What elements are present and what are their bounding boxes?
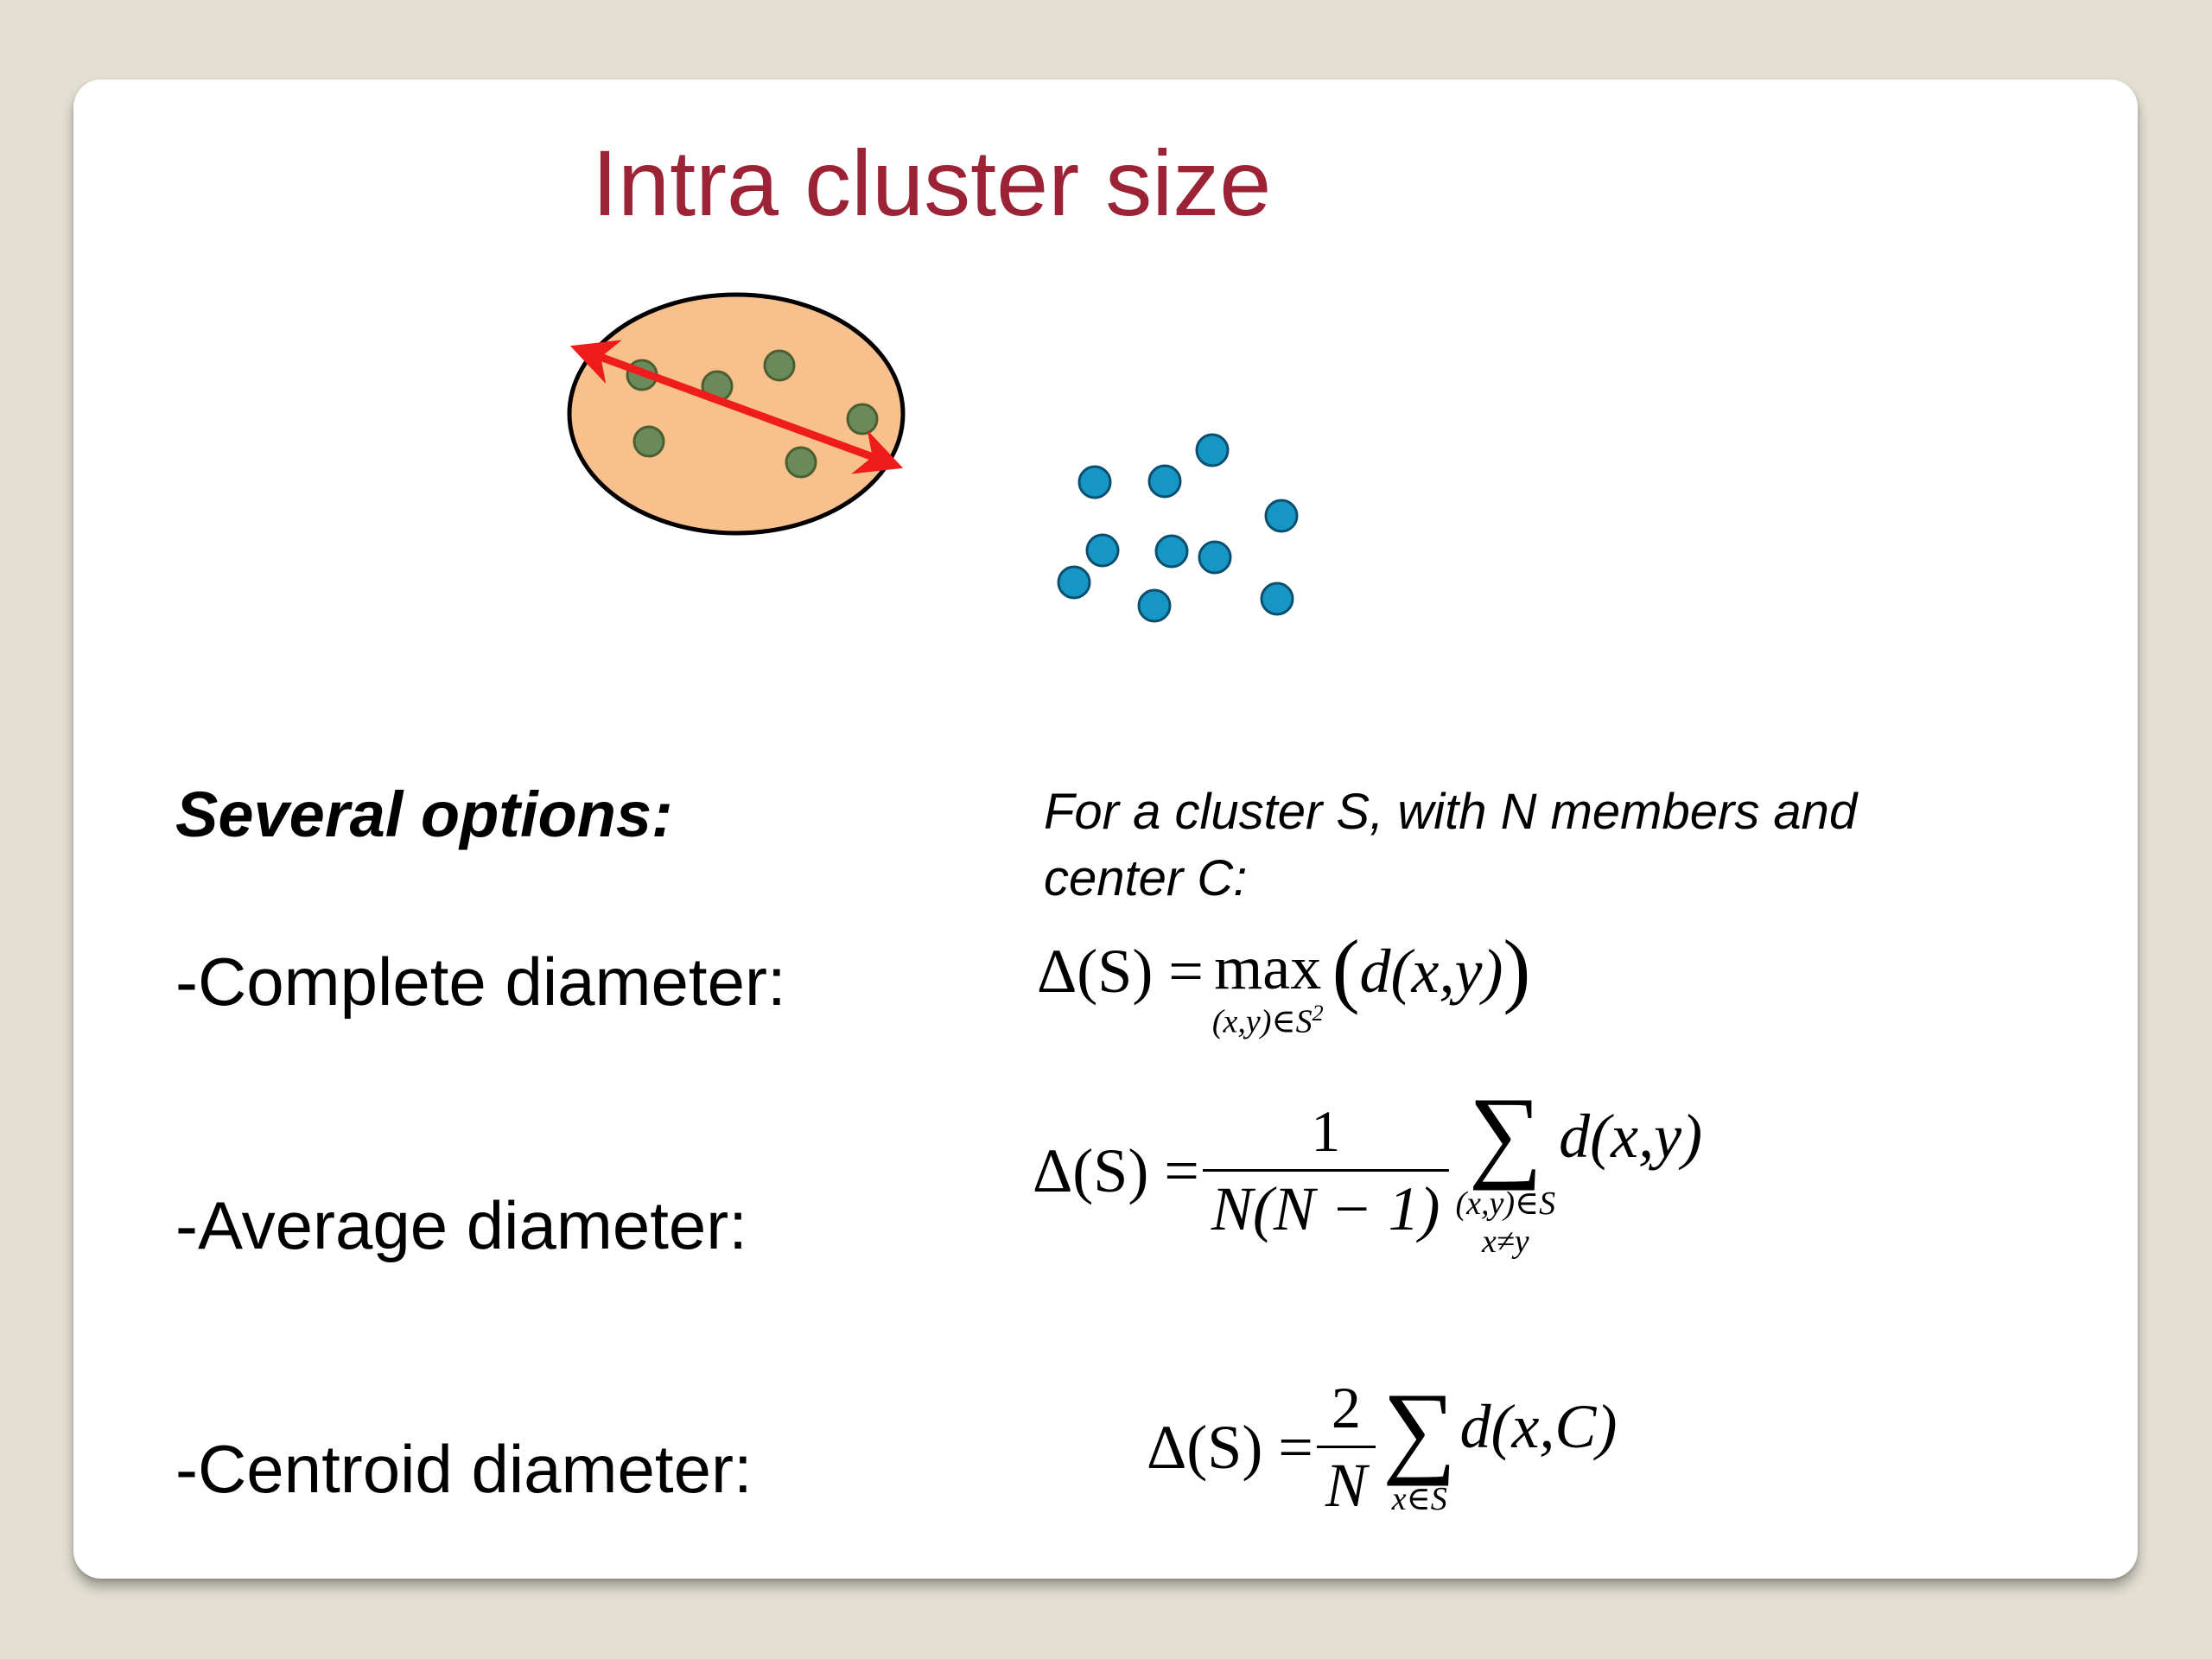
other-point (1057, 565, 1091, 600)
sum-symbol: ∑ (1382, 1370, 1457, 1486)
options-heading: Several options: (175, 779, 673, 850)
formula-fraction: 2 N (1316, 1376, 1376, 1520)
cluster-point (763, 349, 796, 382)
formula-lhs: Δ(S) = (1033, 1136, 1199, 1206)
cluster-point (632, 425, 665, 458)
formula-lhs: Δ(S) = (1147, 1413, 1313, 1482)
diameter-arrow (569, 340, 904, 474)
other-point (1154, 534, 1189, 569)
cluster-illustration (567, 292, 1299, 623)
option-complete-label: -Complete diameter: (175, 944, 786, 1020)
sum-condition: x≠y (1482, 1223, 1529, 1260)
sum-symbol: ∑ (1468, 1076, 1543, 1191)
slide-title: Intra cluster size (592, 130, 1272, 235)
sum-subscript: (x,y)∈S (1455, 1185, 1556, 1222)
formula-body: d(x,y) (1359, 937, 1503, 1006)
formula-body: d(x,C) (1459, 1392, 1618, 1461)
formula-lhs: Δ(S) = (1037, 937, 1204, 1006)
formula-complete: Δ(S) = max (x,y)∈S2 (d(x,y)) (1037, 923, 1531, 1041)
cluster-note: For a cluster S, with N members and cent… (1044, 784, 1858, 906)
other-point (1264, 499, 1299, 533)
other-points (1057, 433, 1299, 623)
fraction-denominator: N (1325, 1450, 1367, 1520)
fraction-numerator: 1 (1202, 1099, 1449, 1172)
formula-body: d(x,y) (1559, 1102, 1703, 1172)
sum-subscript: x∈S (1391, 1480, 1447, 1517)
other-point (1195, 433, 1230, 467)
option-centroid-label: -Centroid diameter: (175, 1431, 753, 1507)
max-subscript: (x,y)∈S2 (1211, 1001, 1324, 1041)
max-operator: max (1214, 932, 1322, 1002)
other-point (1147, 464, 1182, 499)
other-point (1260, 582, 1294, 616)
other-point (1085, 533, 1120, 568)
cluster-point (785, 446, 817, 479)
cluster-point (846, 403, 879, 435)
formula-fraction: 1 N(N − 1) (1202, 1099, 1449, 1243)
other-point (1077, 465, 1112, 499)
other-point (1137, 588, 1172, 623)
other-point (1198, 540, 1232, 575)
fraction-denominator: N(N − 1) (1211, 1173, 1440, 1243)
option-average-label: -Average diameter: (175, 1187, 747, 1263)
formula-average: Δ(S) = 1 N(N − 1) ∑ (x,y)∈S x≠y d(x,y) (1033, 1082, 1702, 1261)
formula-centroid: Δ(S) = 2 N ∑ x∈S d(x,C) (1147, 1376, 1617, 1520)
fraction-numerator: 2 (1316, 1376, 1376, 1448)
slide-card: Intra cluster size (73, 79, 2138, 1579)
